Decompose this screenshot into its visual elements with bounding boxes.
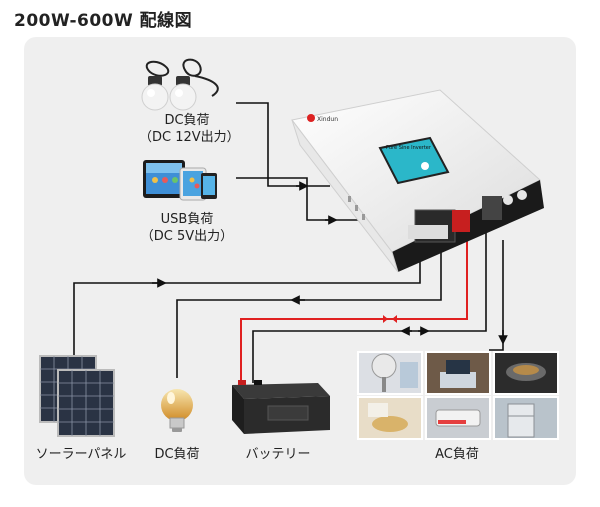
- solar-panel-label: ソーラーパネル: [35, 447, 127, 462]
- dc-load-top-label: DC負荷 （DC 12V出力）: [139, 112, 240, 146]
- dc-load-bulbs-top: [141, 58, 219, 111]
- usb-load-line2: （DC 5V出力）: [140, 229, 234, 244]
- ac-load-label: AC負荷: [435, 447, 479, 462]
- usb-load-devices: [143, 160, 217, 201]
- page-title: 200W-600W 配線図: [14, 11, 193, 31]
- usb-load-line1: USB負荷: [160, 212, 214, 227]
- wire-battery-black: [252, 230, 487, 383]
- wire-dc-load-bottom: [176, 250, 442, 378]
- battery-label: バッテリー: [245, 447, 311, 462]
- inverter-brand: Xindun: [317, 116, 338, 123]
- wire-dc-load-top: [236, 102, 330, 191]
- wire-solar-panel: [73, 250, 421, 358]
- wire-battery-red: [240, 225, 468, 383]
- dc-load-top-line1: DC負荷: [164, 113, 210, 128]
- battery: [232, 380, 330, 434]
- wire-ac-load: [489, 240, 508, 351]
- inverter: Xindun Pure Sine Inverter: [291, 89, 544, 273]
- dc-load-bottom-label: DC負荷: [154, 447, 200, 462]
- inverter-screen-label: Pure Sine Inverter: [386, 145, 432, 151]
- solar-panels: [39, 355, 115, 437]
- ac-load-grid: [357, 351, 559, 440]
- usb-load-label: USB負荷 （DC 5V出力）: [139, 211, 235, 245]
- dc-load-bulb-bottom: [161, 389, 193, 432]
- dc-load-top-line2: （DC 12V出力）: [139, 130, 240, 145]
- wire-usb-load: [236, 177, 372, 225]
